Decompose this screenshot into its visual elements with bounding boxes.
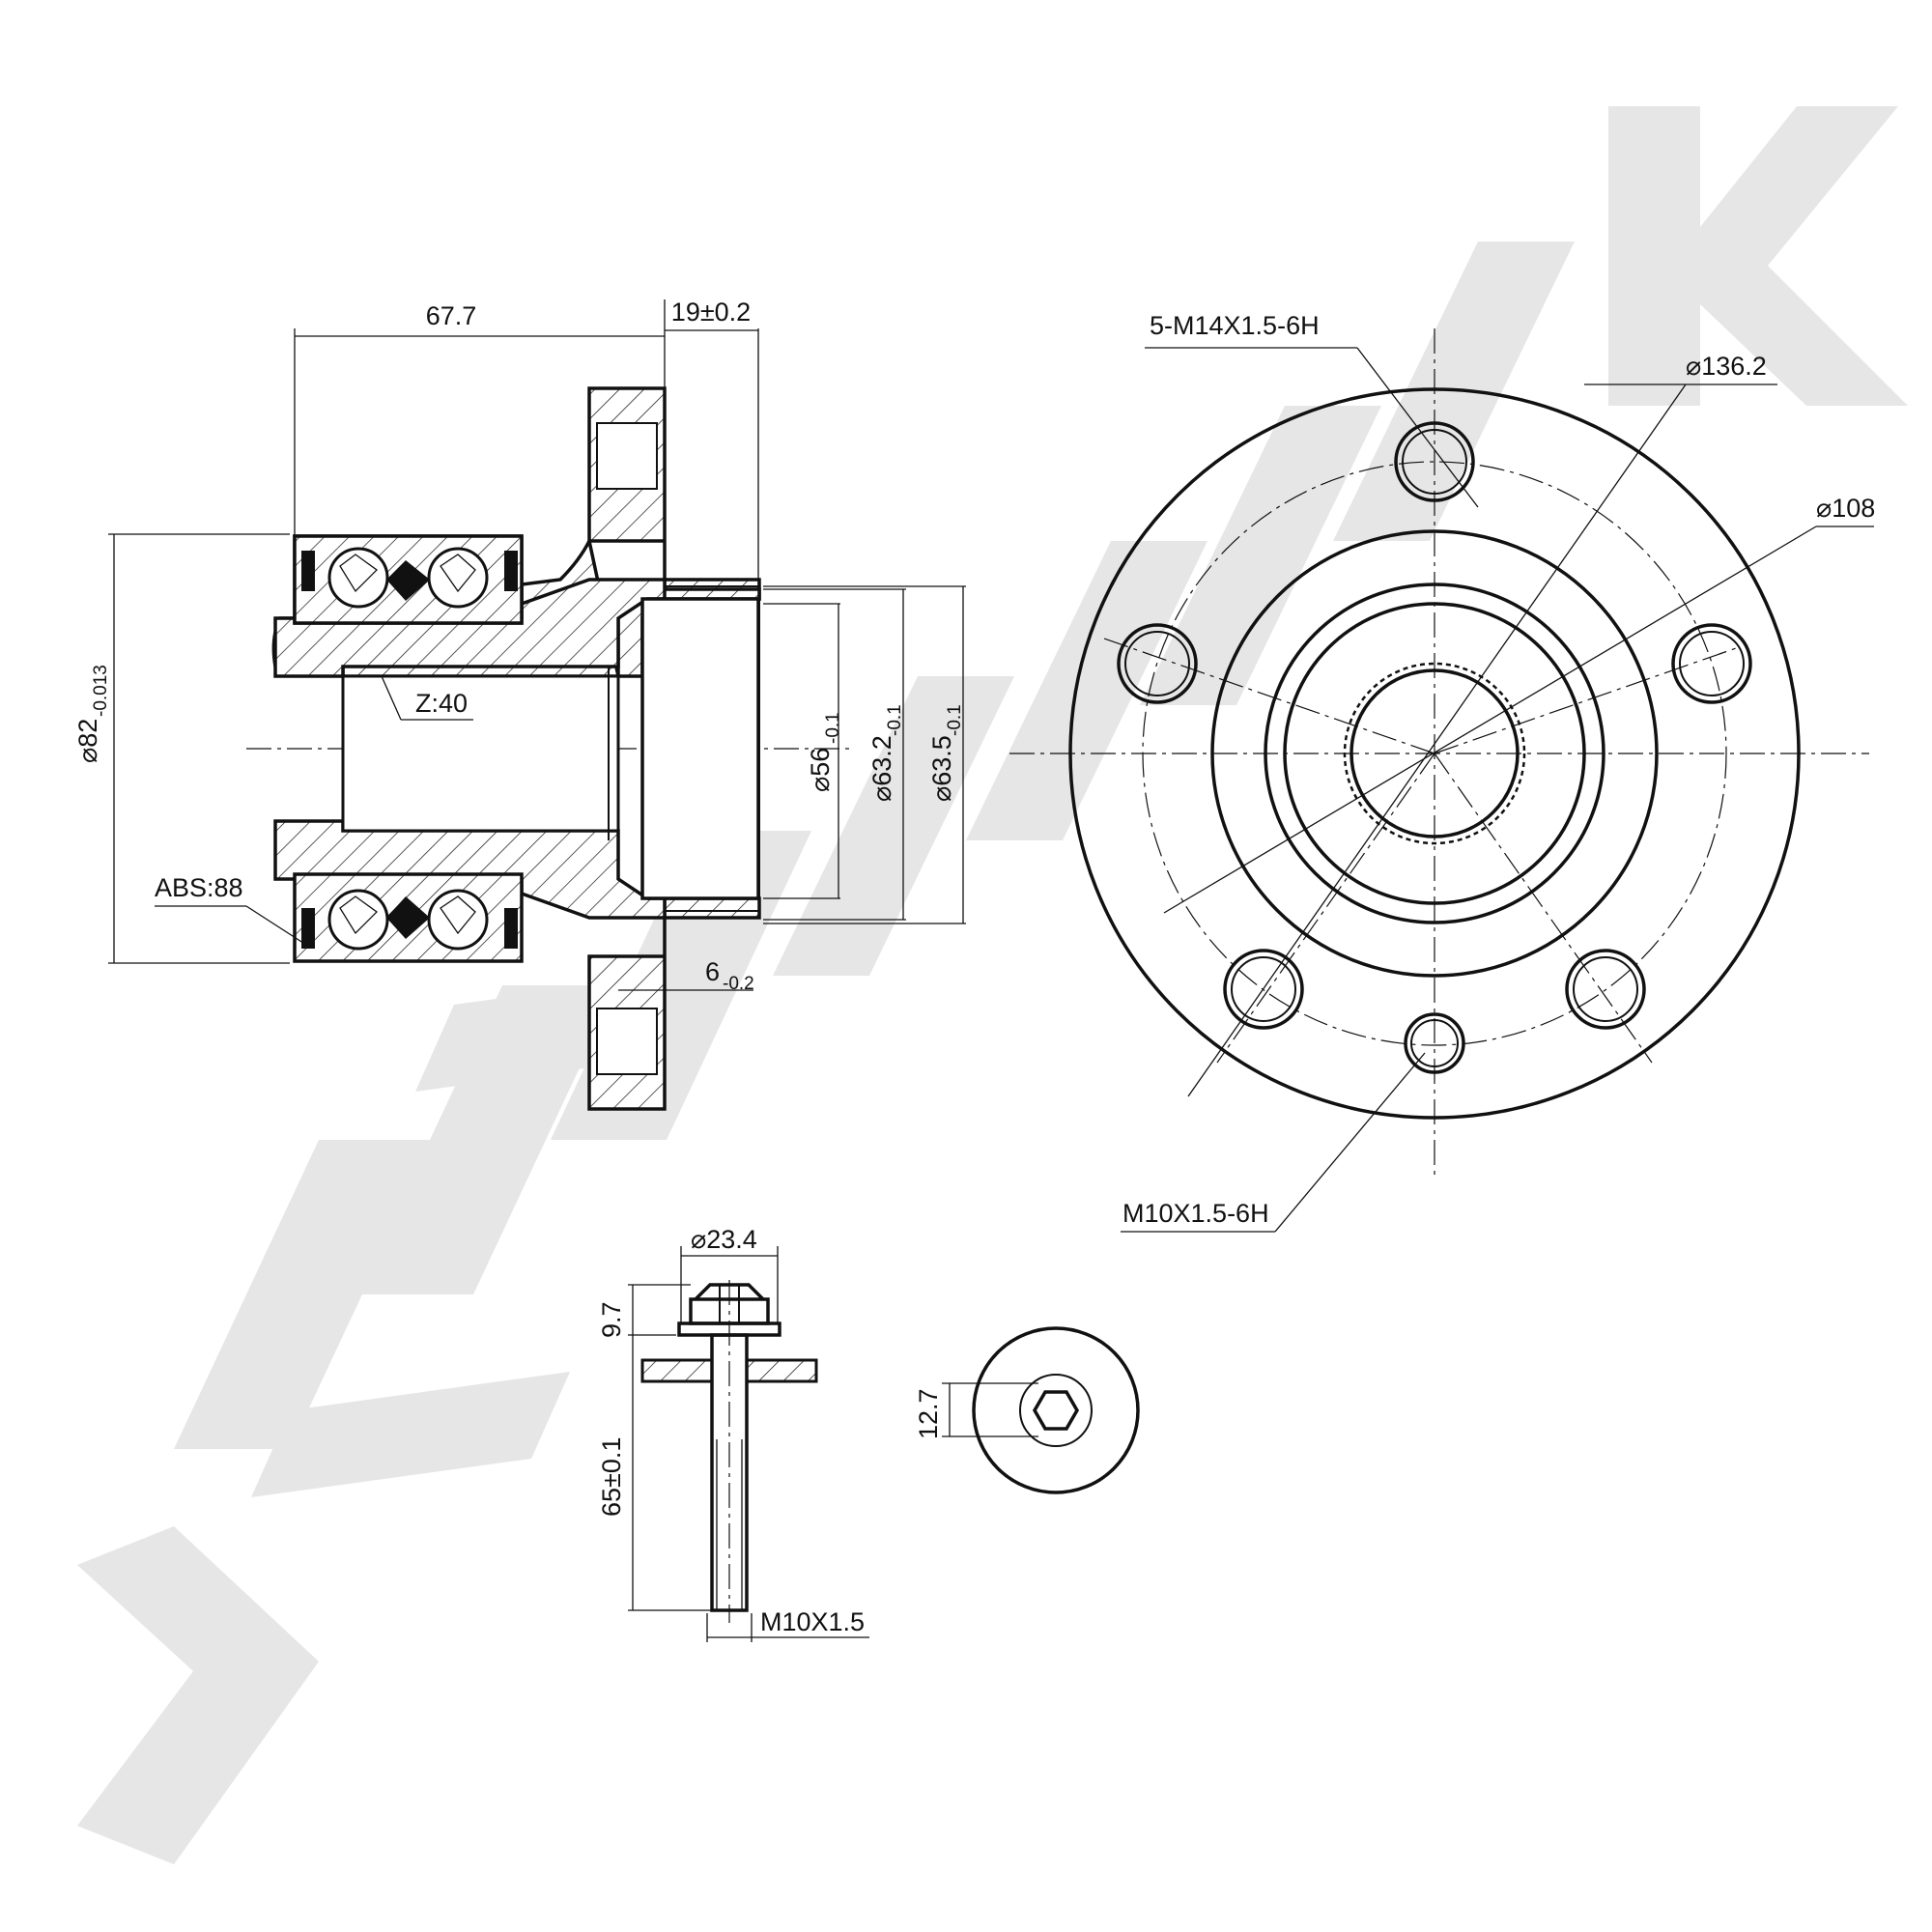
bolt-thread: M10X1.5: [760, 1607, 865, 1636]
bolt-length: 65±0.1: [597, 1437, 626, 1517]
bolt-hex-size: 12.7: [914, 1388, 943, 1439]
lower-bearing: [293, 872, 524, 963]
hub-section-view: 67.7 19±0.2 ⌀82 -0.013 Z:40 ABS:88 ⌀56 -…: [73, 298, 966, 1111]
dim-flange-width: 19±0.2: [671, 298, 751, 327]
bolt-top-view: 12.7: [914, 1326, 1140, 1494]
dim-spline: Z:40: [415, 689, 468, 718]
upper-bearing: [293, 534, 524, 625]
hub-front-view: 5-M14X1.5-6H ⌀136.2 ⌀108 M10X1.5-6H: [1009, 311, 1875, 1233]
thread-holes-label: 5-M14X1.5-6H: [1150, 311, 1320, 340]
center-thread-label: M10X1.5-6H: [1122, 1199, 1269, 1228]
dim-step-tol: -0.2: [723, 974, 754, 994]
dim-step: 6: [705, 957, 720, 986]
watermark-logo: [77, 106, 1908, 1864]
bolt-head-height: 9.7: [597, 1301, 626, 1338]
dim-bore-63-5-tol: -0.1: [945, 704, 965, 736]
dim-bore-56: ⌀56: [806, 748, 835, 792]
pcd-outer-label: ⌀136.2: [1686, 352, 1767, 381]
pcd-label: ⌀108: [1816, 494, 1875, 523]
dim-bore-56-tol: -0.1: [823, 712, 843, 744]
dim-bore-63-5: ⌀63.5: [927, 735, 956, 802]
dim-length: 67.7: [426, 301, 477, 330]
dim-abs: ABS:88: [155, 873, 243, 902]
bolt-head-dia: ⌀23.4: [691, 1225, 757, 1254]
dim-outer-dia: ⌀82: [73, 719, 102, 763]
bolt-side-view: ⌀23.4 9.7 65±0.1 M10X1.5: [597, 1225, 869, 1642]
dim-outer-dia-tol: -0.013: [91, 665, 111, 717]
stud-holes: [1117, 421, 1752, 1074]
dim-bore-63-2: ⌀63.2: [867, 735, 896, 802]
dim-bore-63-2-tol: -0.1: [885, 704, 905, 736]
